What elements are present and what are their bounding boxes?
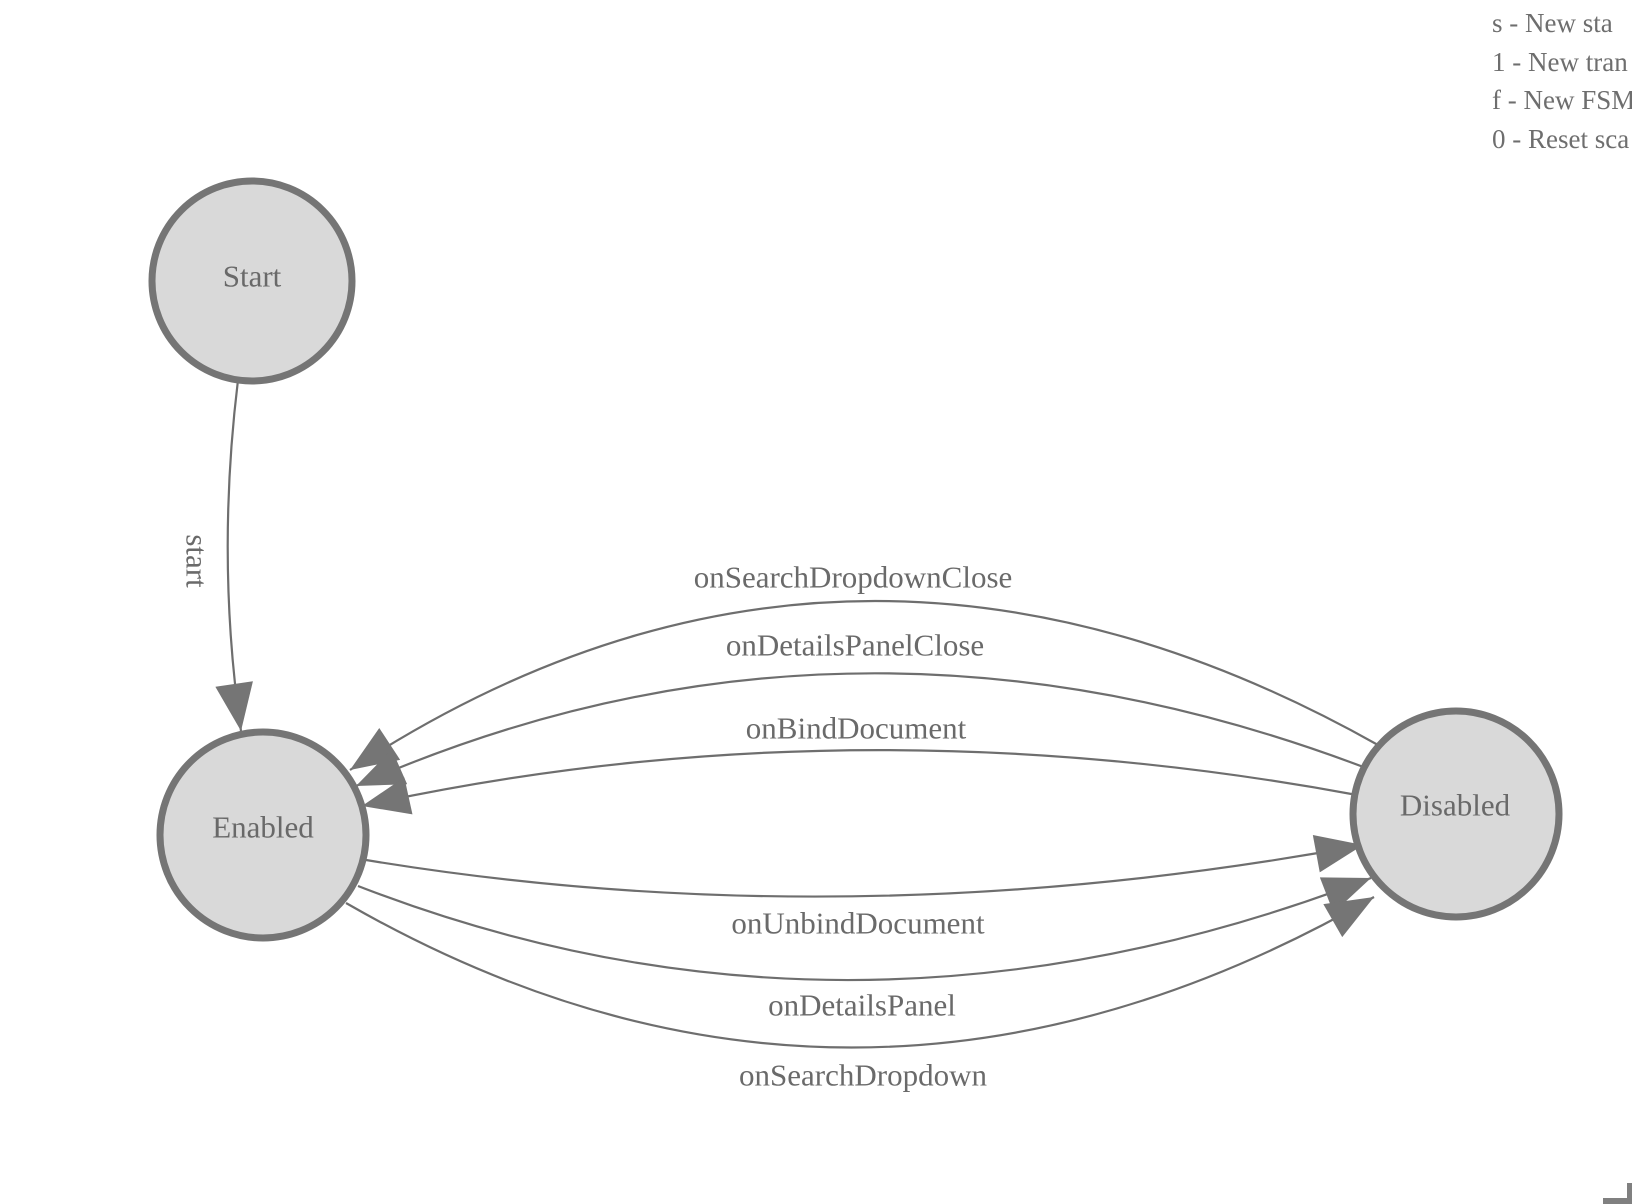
edge-label-onsearchdropdown[interactable]: onSearchDropdown (739, 1058, 987, 1093)
state-label-start: Start (223, 259, 282, 294)
edge-label-ondetailspanel[interactable]: onDetailsPanel (768, 988, 956, 1023)
state-label-enabled: Enabled (212, 810, 314, 845)
legend-line-new-state: s - New sta (1492, 8, 1613, 38)
edge-ondetailspanel[interactable] (357, 876, 1372, 982)
legend-line-reset-scale: 0 - Reset sca (1492, 123, 1630, 154)
edge-onunbinddocument[interactable] (365, 834, 1364, 898)
legend-line-new-fsm: f - New FSM (1492, 85, 1632, 115)
state-node-disabled[interactable] (1349, 707, 1563, 921)
edge-label-onsearchdropdownclose[interactable]: onSearchDropdownClose (694, 560, 1013, 595)
state-node-start[interactable] (148, 177, 356, 385)
shortcut-legend: s - New sta 1 - New tran f - New FSM 0 -… (1492, 4, 1632, 158)
edge-label-onunbinddocument[interactable]: onUnbindDocument (731, 906, 985, 941)
edge-ondetailspanelclose[interactable] (355, 672, 1367, 788)
edge-label-ondetailspanelclose[interactable]: onDetailsPanelClose (726, 628, 984, 663)
legend-line-new-transition: 1 - New tran (1492, 46, 1628, 77)
edge-onsearchdropdown[interactable] (345, 896, 1375, 1049)
edge-onbinddocument[interactable] (361, 749, 1358, 815)
corner-handle-vertical-bar (1627, 1183, 1632, 1204)
edge-onsearchdropdownclose[interactable] (349, 599, 1379, 771)
corner-handle-horizontal-bar (1603, 1198, 1632, 1204)
state-node-enabled[interactable] (156, 728, 370, 942)
edge-start-to-enabled[interactable] (215, 379, 253, 732)
edge-label-onbinddocument[interactable]: onBindDocument (746, 711, 967, 746)
state-label-disabled: Disabled (1400, 788, 1511, 823)
edge-label-start[interactable]: start (180, 534, 215, 588)
